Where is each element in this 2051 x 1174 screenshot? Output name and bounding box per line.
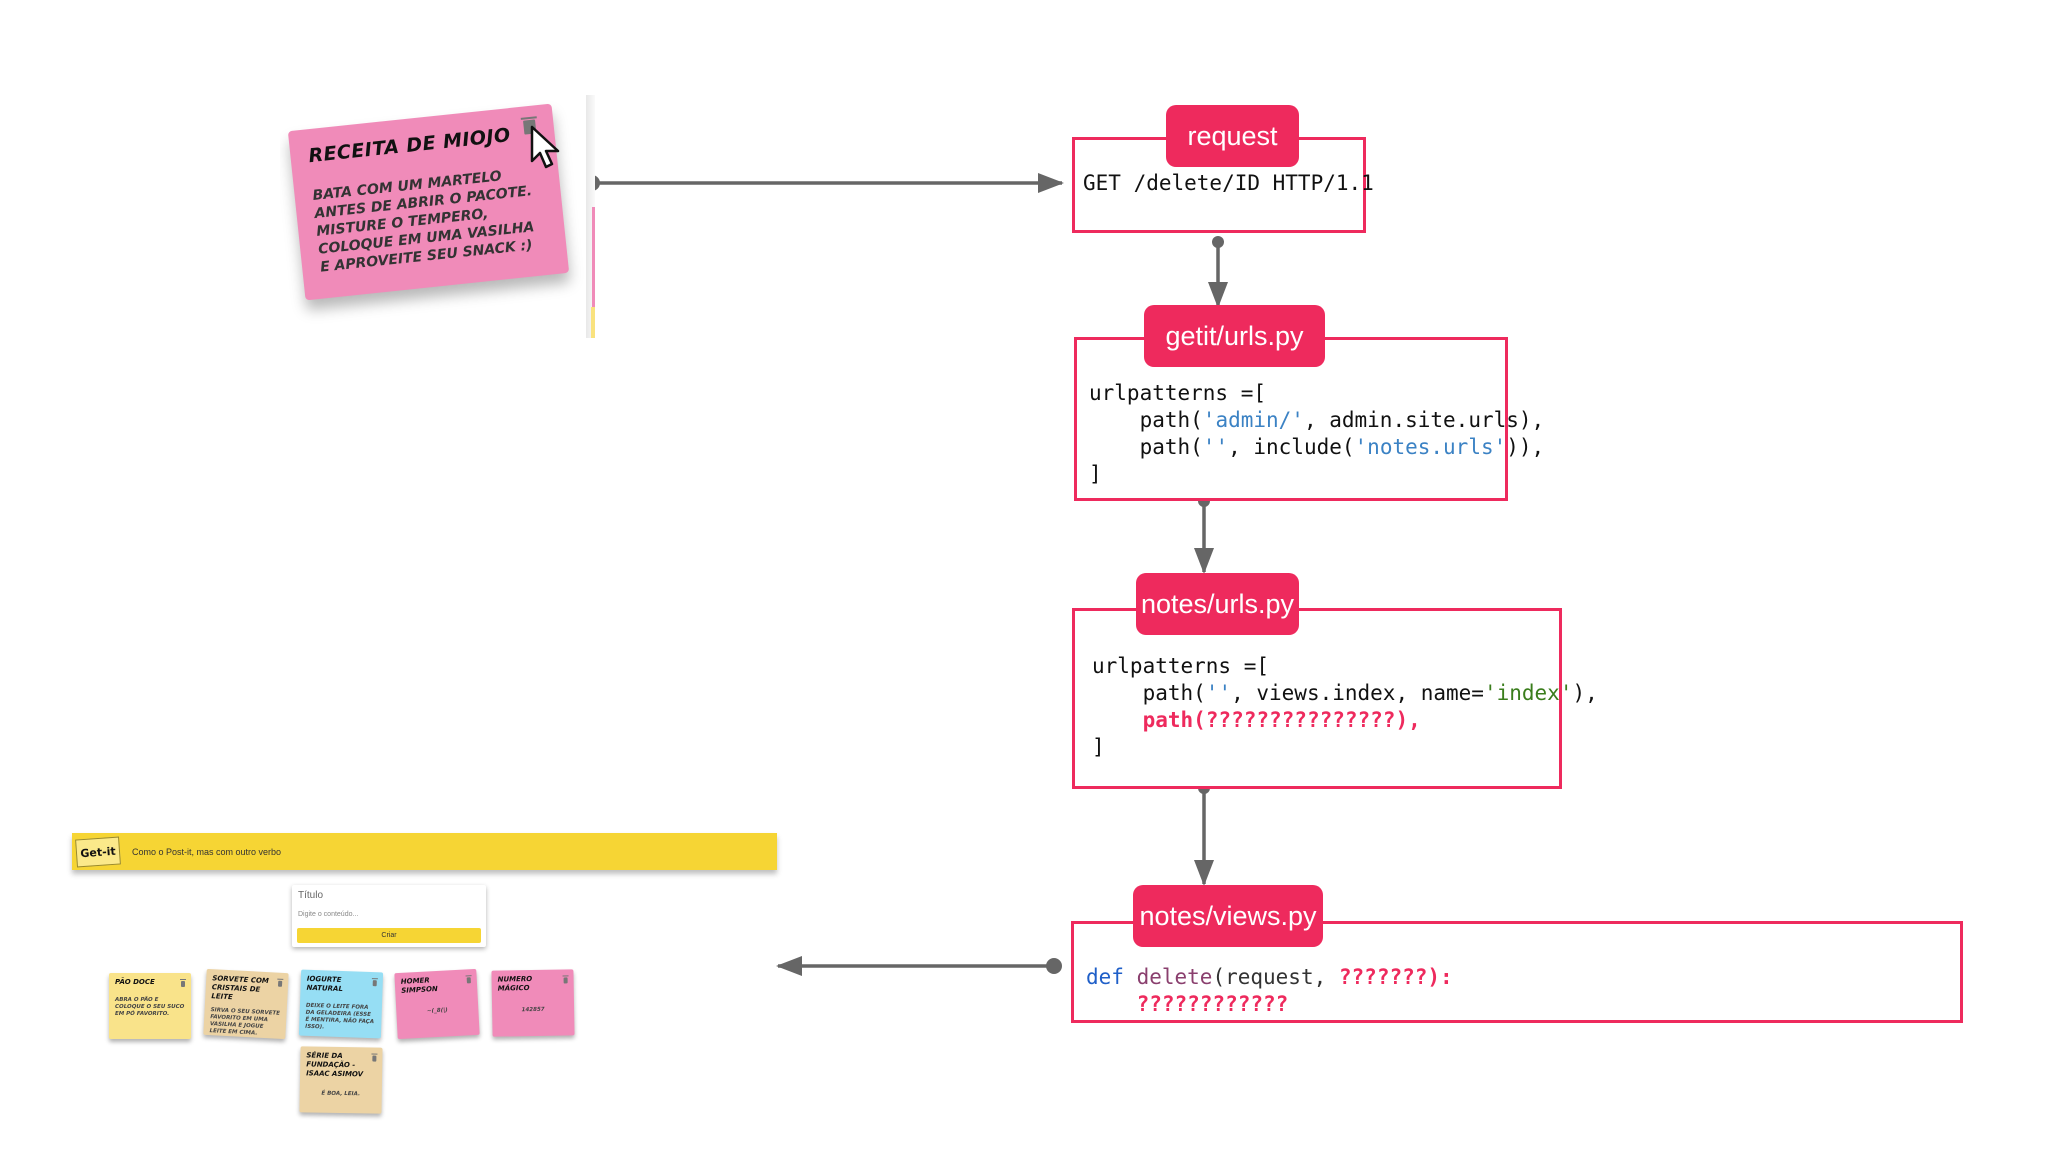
note-title: Numero mágico (497, 975, 533, 993)
missing-route-line: path(???????????????), (1142, 708, 1421, 732)
note-title: Receita de miojo (307, 124, 512, 168)
note-title: Sorvete com cristais de leite (211, 974, 270, 1002)
note-card: Pão doce Abra o pão e coloque o seu suco… (109, 973, 191, 1039)
notes-views-label: notes/views.py (1133, 885, 1323, 947)
code-line: path('', include('notes.urls')), (1089, 435, 1545, 459)
note-title: Pão doce (115, 978, 155, 986)
arrow-getit-urls-to-notes-urls (1194, 495, 1214, 574)
trash-icon[interactable] (563, 977, 568, 984)
note-body: Abra o pão e coloque o seu suco em pó fa… (115, 997, 185, 1017)
code-line: path('admin/', admin.site.urls), (1089, 408, 1545, 432)
note-card: Iogurte natural Deixe o leite fora da ge… (298, 969, 384, 1039)
request-label: request (1166, 105, 1299, 167)
notes-urls-code: urlpatterns =[ path('', views.index, nam… (1092, 653, 1598, 761)
notes-views-code: def delete(request, ???????): ??????????… (1086, 964, 1453, 1018)
code-line: ] (1089, 462, 1102, 486)
screenshot-edge (586, 95, 595, 338)
code-line: def delete(request, ???????): (1086, 965, 1453, 989)
adjacent-note-edge (591, 307, 595, 338)
notes-urls-label: notes/urls.py (1136, 573, 1299, 635)
note-title: Série da Fundação - Isaac Asimov (306, 1051, 364, 1079)
code-line: urlpatterns =[ (1092, 654, 1270, 678)
request-line: GET /delete/ID HTTP/1.1 (1083, 171, 1374, 195)
create-button[interactable]: Criar (297, 928, 481, 943)
note-card: Série da Fundação - Isaac Asimov É boa, … (299, 1046, 383, 1114)
trash-icon[interactable] (372, 980, 377, 987)
trash-icon[interactable] (372, 1055, 377, 1062)
trash-icon[interactable] (277, 980, 283, 987)
note-body: Bata com um martelo antes de abrir o pac… (311, 168, 536, 276)
note-body: Sirva o seu sorvete favorito em uma vasi… (209, 1007, 281, 1037)
note-card: Numero mágico 142857 (491, 969, 575, 1037)
arrow-notes-urls-to-views (1194, 782, 1214, 886)
note-card: Homer Simpson ~(_8(|) (394, 968, 480, 1040)
note-body: É boa, leia. (321, 1090, 361, 1098)
note-delete-screenshot: Receita de miojo Bata com um martelo ant… (280, 95, 595, 338)
code-line: urlpatterns =[ (1089, 381, 1267, 405)
arrow-views-to-app (776, 956, 1062, 976)
app-header: Get-it Como o Post-it, mas com outro ver… (72, 833, 777, 870)
note-body: ~(_8(|) (426, 1007, 448, 1015)
code-line: path('', views.index, name='index'), (1092, 681, 1598, 705)
app-logo: Get-it (75, 835, 121, 868)
arrow-request-to-getit-urls (1208, 236, 1228, 308)
note-title: Homer Simpson (400, 976, 439, 995)
note-card: Sorvete com cristais de leite Sirva o se… (203, 968, 289, 1040)
code-line: ] (1092, 735, 1105, 759)
missing-body-line: ???????????? (1136, 992, 1289, 1016)
note-title: Iogurte natural (306, 974, 344, 994)
note-card-receita: Receita de miojo Bata com um martelo ant… (287, 103, 570, 301)
notes-urls-box: urlpatterns =[ path('', views.index, nam… (1072, 608, 1598, 789)
title-input[interactable]: Título (298, 890, 324, 901)
mouse-cursor-icon (530, 125, 560, 169)
note-body: Deixe o leite fora da geladeira (esse é … (305, 1002, 375, 1031)
getit-urls-code: urlpatterns =[ path('admin/', admin.site… (1089, 380, 1544, 488)
note-body: 142857 (521, 1006, 545, 1014)
trash-icon[interactable] (180, 979, 186, 987)
arrow-note-to-request (584, 173, 1064, 193)
app-tagline: Como o Post-it, mas com outro verbo (132, 846, 282, 857)
getit-app-screenshot: Get-it Como o Post-it, mas com outro ver… (72, 833, 777, 1133)
trash-icon[interactable] (466, 977, 471, 984)
getit-urls-label: getit/urls.py (1144, 305, 1325, 367)
adjacent-note-edge (592, 207, 595, 317)
create-note-form: Título Digite o conteúdo... Criar (292, 885, 486, 947)
content-input[interactable]: Digite o conteúdo... (298, 911, 359, 918)
